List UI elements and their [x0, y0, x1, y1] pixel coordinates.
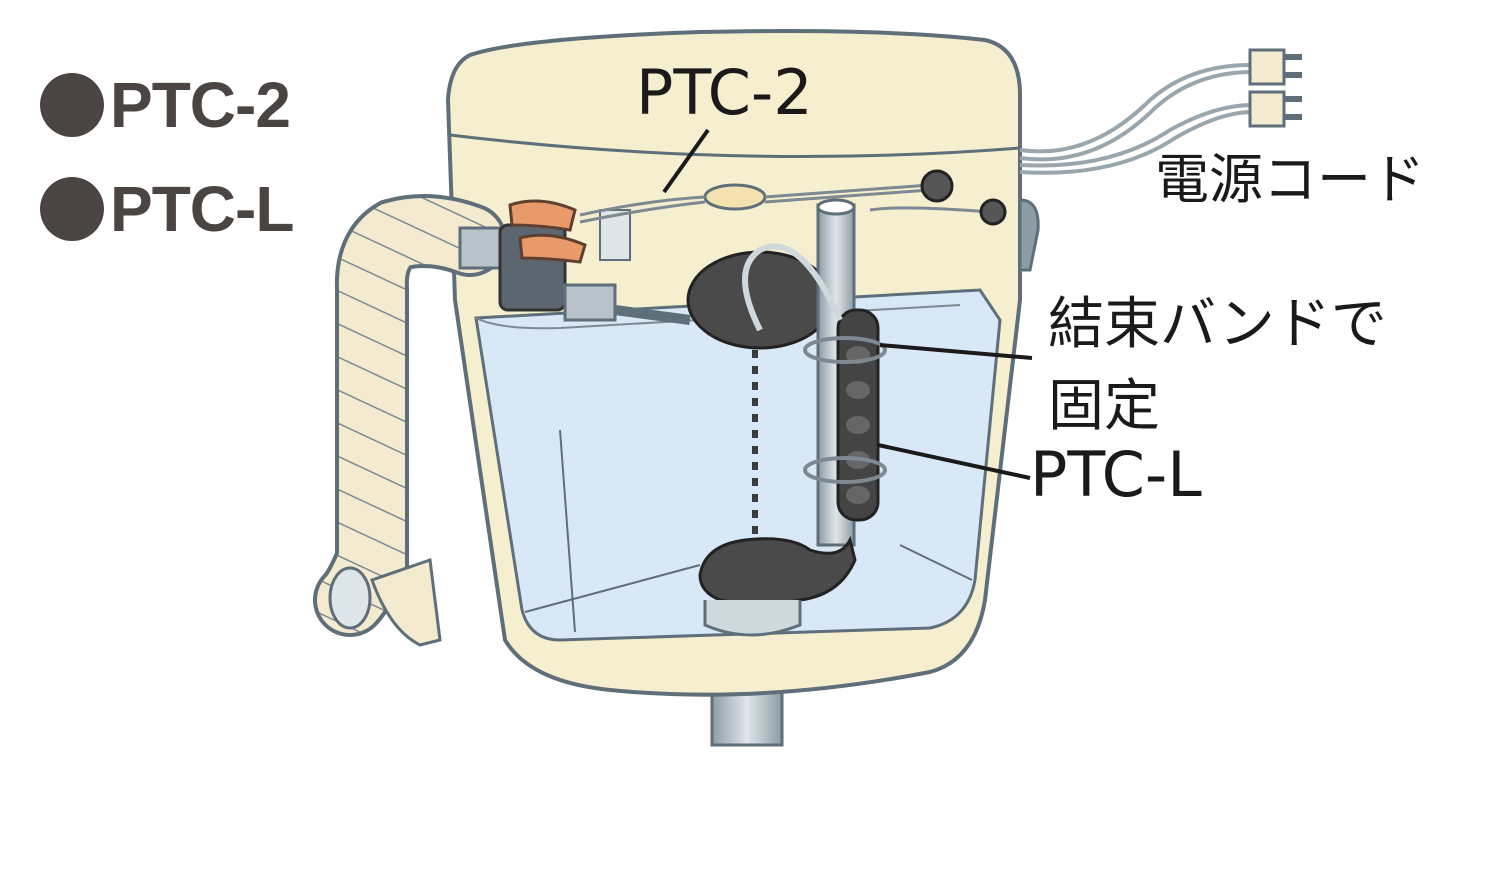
power-plug-icon [1248, 90, 1302, 128]
leader-lines [662, 128, 1033, 480]
internal-cords [579, 183, 991, 224]
legend: PTC-2 PTC-L [40, 62, 294, 252]
cord-grommet [979, 198, 1007, 226]
legend-item-ptcl: PTC-L [40, 166, 294, 252]
legend-item-ptc2: PTC-2 [40, 62, 293, 148]
flapper-valve [698, 535, 857, 637]
supply-hose [313, 194, 507, 647]
ptc-l-heater [742, 243, 887, 522]
power-plug-icon [1248, 48, 1302, 86]
bullet-icon [40, 177, 104, 241]
legend-label: PTC-2 [110, 69, 291, 141]
flush-lever [1018, 198, 1040, 272]
cord-grommet [920, 169, 954, 203]
power-cord-label: 電源コード [1155, 148, 1425, 211]
ptc-l-label: PTC-L [1030, 438, 1202, 511]
ptc-2-heater [508, 183, 767, 264]
bullet-icon [40, 73, 104, 137]
cable-tie-label-line2: 固定 [1048, 374, 1160, 439]
power-cords [1019, 63, 1253, 175]
legend-label: PTC-L [110, 173, 294, 245]
ptc-2-label: PTC-2 [636, 56, 813, 129]
cable-tie-label: 結束バンドで [1048, 292, 1387, 357]
